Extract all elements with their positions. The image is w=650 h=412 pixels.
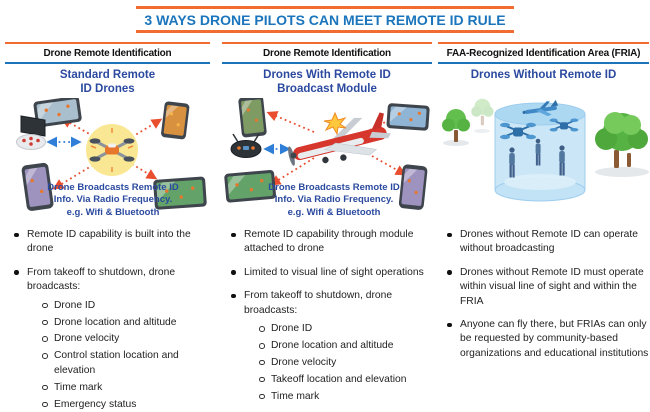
tree-icon xyxy=(442,109,470,142)
broadcast-caption: Drone Broadcasts Remote ID Info. Via Rad… xyxy=(47,182,179,218)
airplane-icon xyxy=(288,112,391,166)
bullet-item: From takeoff to shutdown, drone broadcas… xyxy=(13,266,210,412)
quadcopter-drone-icon xyxy=(86,124,138,176)
column-subtitle: Drones Without Remote ID xyxy=(470,69,617,81)
bullet-item: Drones without Remote ID must operate wi… xyxy=(446,266,649,309)
sub-bullet-item: Drone location and altitude xyxy=(259,339,432,353)
quadcopter-drone-icon xyxy=(500,122,536,140)
person-icon xyxy=(509,147,515,178)
bullet-item: Remote ID capability through module atta… xyxy=(230,228,432,257)
bullet-list: Remote ID capability is built into the d… xyxy=(5,228,210,412)
sub-bullet-item: Time mark xyxy=(259,390,432,404)
sub-bullet-item: Drone velocity xyxy=(259,356,432,370)
column-subtitle: Drones With Remote ID Broadcast Module xyxy=(263,69,391,96)
sub-bullet-item: Control station location and elevation xyxy=(42,349,210,378)
sub-bullet-item: Drone ID xyxy=(42,299,210,313)
sub-bullet-item: Takeoff location and elevation xyxy=(259,373,432,387)
sub-bullet-list: Drone ID Drone location and altitude Dro… xyxy=(244,322,432,404)
bullet-list: Remote ID capability through module atta… xyxy=(222,228,432,404)
column-header: Drone Remote Identification xyxy=(5,42,210,64)
column-fria: FAA-Recognized Identification Area (FRIA… xyxy=(438,42,649,370)
smartphone-icon xyxy=(21,162,54,211)
smartphone-icon xyxy=(161,101,190,140)
person-icon xyxy=(535,138,541,166)
title-block: 3 WAYS DRONE PILOTS CAN MEET REMOTE ID R… xyxy=(0,6,650,33)
tablet-icon xyxy=(33,98,82,128)
bullet-item: Anyone can fly there, but FRIAs can only… xyxy=(446,318,649,361)
airplane-icon xyxy=(522,99,559,117)
tree-icon xyxy=(471,98,494,126)
bullet-list: Drones without Remote ID can operate wit… xyxy=(438,228,649,361)
bullet-item: From takeoff to shutdown, drone broadcas… xyxy=(230,289,432,404)
title-rules: 3 WAYS DRONE PILOTS CAN MEET REMOTE ID R… xyxy=(136,6,514,33)
fria-zone-graphic xyxy=(438,98,649,220)
column-subtitle: Standard Remote ID Drones xyxy=(59,69,156,96)
bullet-item: Limited to visual line of sight operatio… xyxy=(230,266,432,280)
smartphone-icon xyxy=(238,98,267,138)
sub-bullet-item: Emergency status xyxy=(42,398,210,412)
tablet-icon xyxy=(153,176,207,210)
smartphone-icon xyxy=(398,164,428,210)
controller-icon xyxy=(230,133,262,158)
column-broadcast-module: Drone Remote Identification Drones With … xyxy=(222,42,432,412)
column-header: FAA-Recognized Identification Area (FRIA… xyxy=(438,42,649,64)
sub-bullet-item: Drone ID xyxy=(259,322,432,336)
controller-icon xyxy=(16,115,46,150)
page-title: 3 WAYS DRONE PILOTS CAN MEET REMOTE ID R… xyxy=(144,12,506,28)
bullet-item: Remote ID capability is built into the d… xyxy=(13,228,210,257)
tablet-icon xyxy=(224,169,277,203)
broadcast-module-burst-icon xyxy=(323,111,347,136)
sub-bullet-item: Drone velocity xyxy=(42,332,210,346)
sub-bullet-list: Drone ID Drone location and altitude Dro… xyxy=(27,299,210,412)
column-standard-remote-id: Drone Remote Identification Standard Rem… xyxy=(5,42,210,412)
column-header: Drone Remote Identification xyxy=(222,42,432,64)
bullet-item: Drones without Remote ID can operate wit… xyxy=(446,228,649,257)
red-broadcast-arrows xyxy=(52,117,163,190)
quadcopter-drone-icon xyxy=(549,118,579,132)
standard-drone-graphic: Drone Broadcasts Remote ID Info. Via Rad… xyxy=(5,98,210,220)
module-drone-graphic: Drone Broadcasts Remote ID Info. Via Rad… xyxy=(222,98,432,220)
person-icon xyxy=(559,145,565,176)
broadcast-caption: Drone Broadcasts Remote ID Info. Via Rad… xyxy=(268,182,400,218)
tree-icon xyxy=(595,112,648,168)
tablet-icon xyxy=(386,103,430,131)
sub-bullet-item: Drone location and altitude xyxy=(42,316,210,330)
sub-bullet-item: Time mark xyxy=(42,381,210,395)
